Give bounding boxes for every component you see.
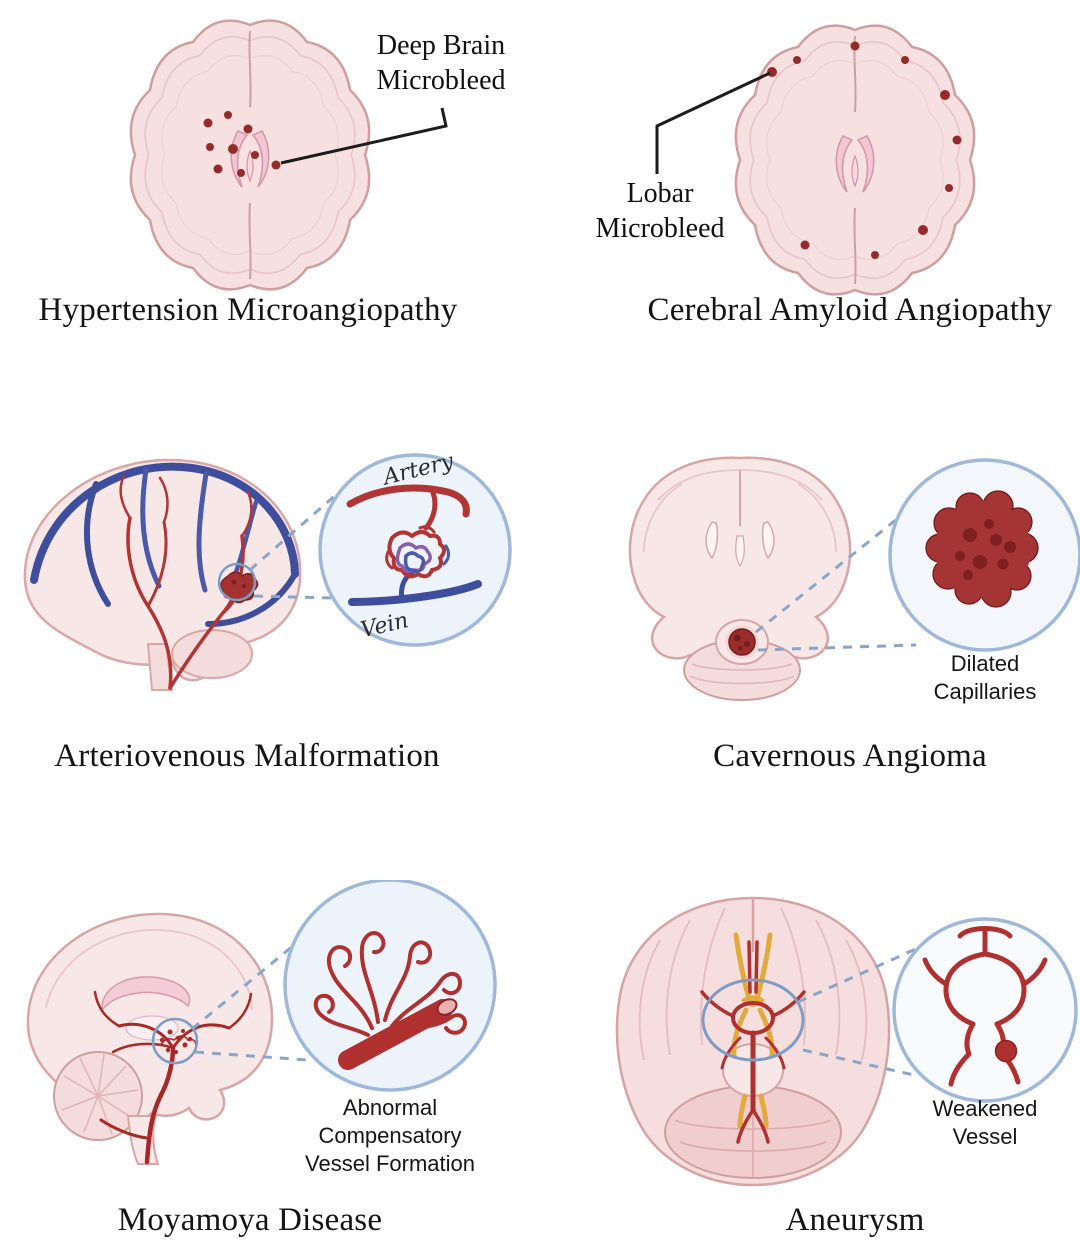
cavernous-angioma-illustration bbox=[628, 456, 1080, 701]
panel-cerebral-amyloid-angiopathy: Lobar Microbleed Cerebral Amyloid Angiop… bbox=[540, 0, 1080, 430]
cerebellum-folia-lines bbox=[61, 1053, 139, 1135]
aneurysm-bulge bbox=[994, 1039, 1018, 1063]
avm-zoom-circle: Artery Vein bbox=[318, 449, 512, 647]
coronal-brain bbox=[628, 456, 852, 701]
axial-brain-lobar-microbleeds-illustration bbox=[655, 0, 1080, 340]
avm-tangle bbox=[385, 525, 451, 579]
moyamoya-illustration bbox=[26, 880, 497, 1165]
moyamoya-zoom-connector-lines bbox=[191, 934, 309, 1062]
willis-schematic bbox=[922, 926, 1048, 1087]
caption-cavernous-angioma: Cavernous Angioma bbox=[713, 738, 987, 774]
inferior-brain bbox=[615, 896, 891, 1187]
avm-zoom-connector-lines bbox=[249, 484, 347, 600]
caption-cerebral-amyloid-angiopathy: Cerebral Amyloid Angiopathy bbox=[647, 292, 1053, 328]
panel-arteriovenous-malformation: Artery Vein Arteriovenous Malformation bbox=[0, 430, 540, 880]
caption-moyamoya-disease: Moyamoya Disease bbox=[117, 1202, 383, 1238]
dilated-capillaries-label: Dilated Capillaries bbox=[933, 651, 1037, 705]
lobar-microbleed-pointer-line bbox=[655, 71, 771, 174]
weakened-vessel-label: Weakened Vessel bbox=[932, 1096, 1038, 1150]
circle-of-willis bbox=[700, 940, 806, 1144]
panel-aneurysm: Weakened Vessel Aneurysm bbox=[540, 880, 1080, 1245]
dilated-capillaries-blob bbox=[925, 490, 1039, 608]
midsagittal-brain bbox=[26, 912, 274, 1165]
abnormal-vessel-branches bbox=[313, 931, 467, 1037]
caption-hypertension-microangiopathy: Hypertension Microangiopathy bbox=[38, 292, 458, 328]
cavernoma-zoom-circle bbox=[888, 458, 1080, 652]
sagittal-brain-vasculature bbox=[23, 458, 302, 691]
deep-microbleed-pointer-line bbox=[280, 107, 448, 165]
aneurysm-zoom-connector-lines bbox=[797, 946, 919, 1077]
willis-highlight-ring bbox=[701, 978, 805, 1062]
avm-highlight-ring bbox=[217, 562, 257, 602]
cavernoma-zoom-connector-lines bbox=[755, 517, 917, 652]
aneurysm-zoom-circle bbox=[892, 917, 1078, 1103]
veins bbox=[30, 462, 299, 627]
panel-moyamoya-disease: Abnormal Compensatory Vessel Formation M… bbox=[0, 880, 540, 1245]
deep-microbleed-dots bbox=[203, 111, 281, 177]
moyamoya-vessel-puff bbox=[159, 1029, 197, 1054]
deep-brain-microbleed-label: Deep Brain Microbleed bbox=[376, 30, 506, 96]
abnormal-vessel-formation-label: Abnormal Compensatory Vessel Formation bbox=[305, 1095, 475, 1177]
moyamoya-highlight-ring bbox=[151, 1017, 199, 1065]
moyamoya-zoom-circle bbox=[283, 880, 497, 1092]
lobar-microbleed-dots bbox=[767, 41, 962, 259]
avm-illustration: Artery Vein bbox=[23, 449, 512, 691]
panel-hypertension-microangiopathy: Deep Brain Microbleed Hypertension Micro… bbox=[0, 0, 540, 430]
axial-brain-deep-microbleeds-illustration bbox=[0, 0, 448, 340]
gyri-lines bbox=[638, 907, 868, 1061]
panel-cavernous-angioma: Dilated Capillaries Cavernous Angioma bbox=[540, 430, 1080, 880]
arteries bbox=[119, 474, 253, 690]
caption-arteriovenous-malformation: Arteriovenous Malformation bbox=[54, 738, 440, 774]
cavernoma-lesion bbox=[725, 625, 759, 659]
caption-aneurysm: Aneurysm bbox=[785, 1202, 925, 1238]
aneurysm-illustration bbox=[615, 896, 1078, 1187]
lobar-microbleed-label: Lobar Microbleed bbox=[595, 178, 725, 244]
